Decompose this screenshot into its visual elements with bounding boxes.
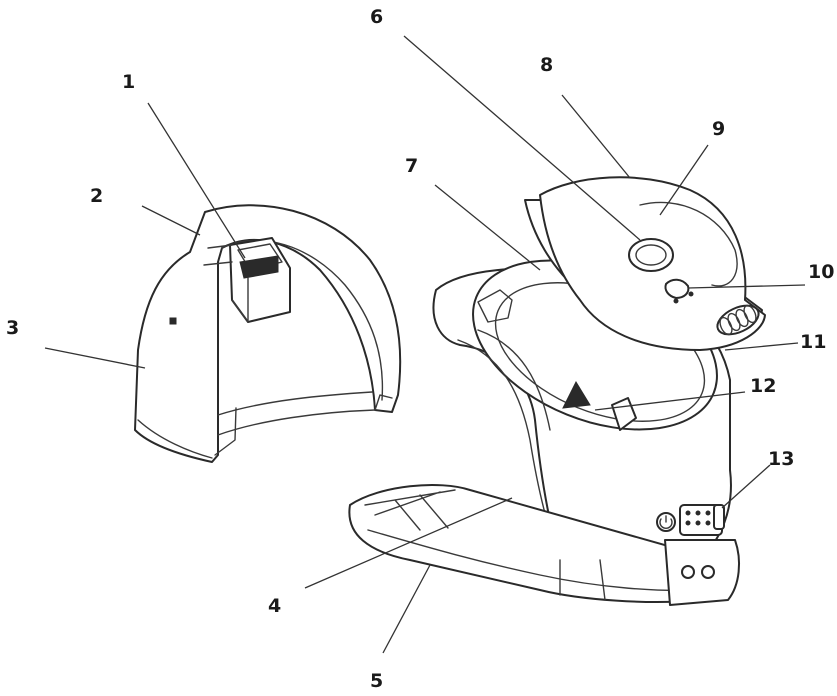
tank-slot-mark [169,317,177,325]
leader-lines [44,35,806,654]
callout-1: 1 [122,71,135,93]
callout-5: 5 [370,670,383,692]
leader-1 [147,102,246,259]
callout-6: 6 [370,6,383,28]
leader-8 [561,94,631,179]
leader-12 [594,391,746,411]
callout-labels: 1 2 3 4 5 6 7 8 9 10 11 12 13 [6,6,834,692]
control-panel [656,504,725,536]
steam-iron [524,176,766,351]
callout-2: 2 [90,185,103,207]
leader-2 [141,205,201,236]
leader-5 [382,564,431,654]
cord-spring [716,304,760,336]
callout-9: 9 [712,118,725,140]
callout-12: 12 [750,375,776,397]
leader-3 [44,347,146,369]
callout-4: 4 [268,595,281,617]
callout-11: 11 [800,331,826,353]
leader-9 [659,144,709,216]
leader-4 [304,497,513,589]
leader-13 [721,464,771,509]
callout-7: 7 [405,155,418,177]
filter-cartridge [203,237,291,323]
callout-8: 8 [540,54,553,76]
leader-11 [724,342,799,351]
callout-10: 10 [808,261,834,283]
leader-7 [434,184,541,271]
leader-6 [403,35,641,241]
callout-13: 13 [768,448,794,470]
callout-3: 3 [6,317,19,339]
leader-10 [687,284,806,289]
